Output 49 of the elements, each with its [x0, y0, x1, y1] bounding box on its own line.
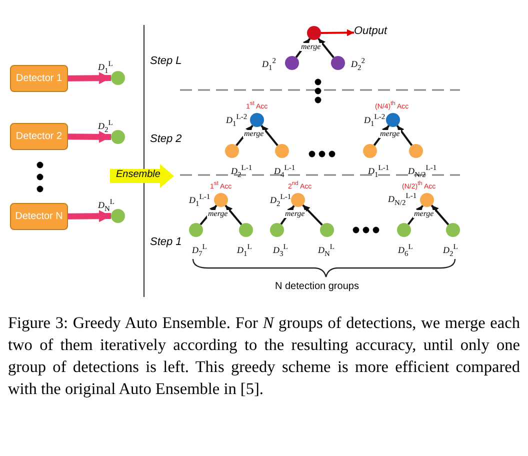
circle-node [225, 144, 239, 158]
detector-box: Detector 2 [10, 123, 68, 150]
arrow [318, 38, 334, 58]
arrow [68, 130, 112, 143]
arrow [302, 204, 323, 226]
figure-caption: Figure 3: Greedy Auto Ensemble. For N groups of detections, we merge each two of them iteratively according to the resulting accuracy, until only one group of detections is left. This greedy scheme is more efficient compared with the original Auto Ensemble in [5]. [8, 312, 520, 400]
edge-label: merge [300, 43, 322, 51]
circle-node [189, 223, 203, 237]
circle-node [275, 144, 289, 158]
arrow [260, 124, 278, 146]
edge-label: merge [413, 210, 435, 218]
circle-node [111, 209, 125, 223]
circle-node [363, 144, 377, 158]
edge-label: merge [207, 210, 229, 218]
arrow [396, 125, 413, 146]
arrow [68, 72, 112, 84]
edge-label: merge [379, 130, 401, 138]
circle-node [409, 144, 423, 158]
circle-node [386, 113, 400, 127]
ensemble-arrow [110, 164, 174, 188]
circle-node [239, 223, 253, 237]
circle-node [250, 113, 264, 127]
circle-node [111, 71, 125, 85]
detector-box: Detector N [10, 203, 68, 230]
circle-node [291, 193, 305, 207]
group-label: N detection groups [275, 281, 359, 292]
circle-node [214, 193, 228, 207]
output-label: Output [354, 25, 396, 40]
node-label: Ensemble [116, 169, 160, 180]
circle-node [270, 223, 284, 237]
arrow [320, 29, 354, 36]
circle-node [285, 56, 299, 70]
circle-node [111, 130, 125, 144]
circle-node [397, 223, 411, 237]
step-label: Step L [150, 55, 182, 67]
arrow [430, 204, 450, 226]
step-label: Step 2 [150, 133, 182, 145]
arrow [224, 204, 242, 226]
detector-box: Detector 1 [10, 65, 68, 92]
arrow [68, 210, 112, 222]
edge-label: merge [284, 210, 306, 218]
edge-label: merge [243, 130, 265, 138]
circle-node [331, 56, 345, 70]
circle-node [420, 193, 434, 207]
circle-node [307, 26, 321, 40]
circle-node [446, 223, 460, 237]
step-label: Step 1 [150, 236, 182, 248]
circle-node [320, 223, 334, 237]
arrow [407, 204, 424, 226]
